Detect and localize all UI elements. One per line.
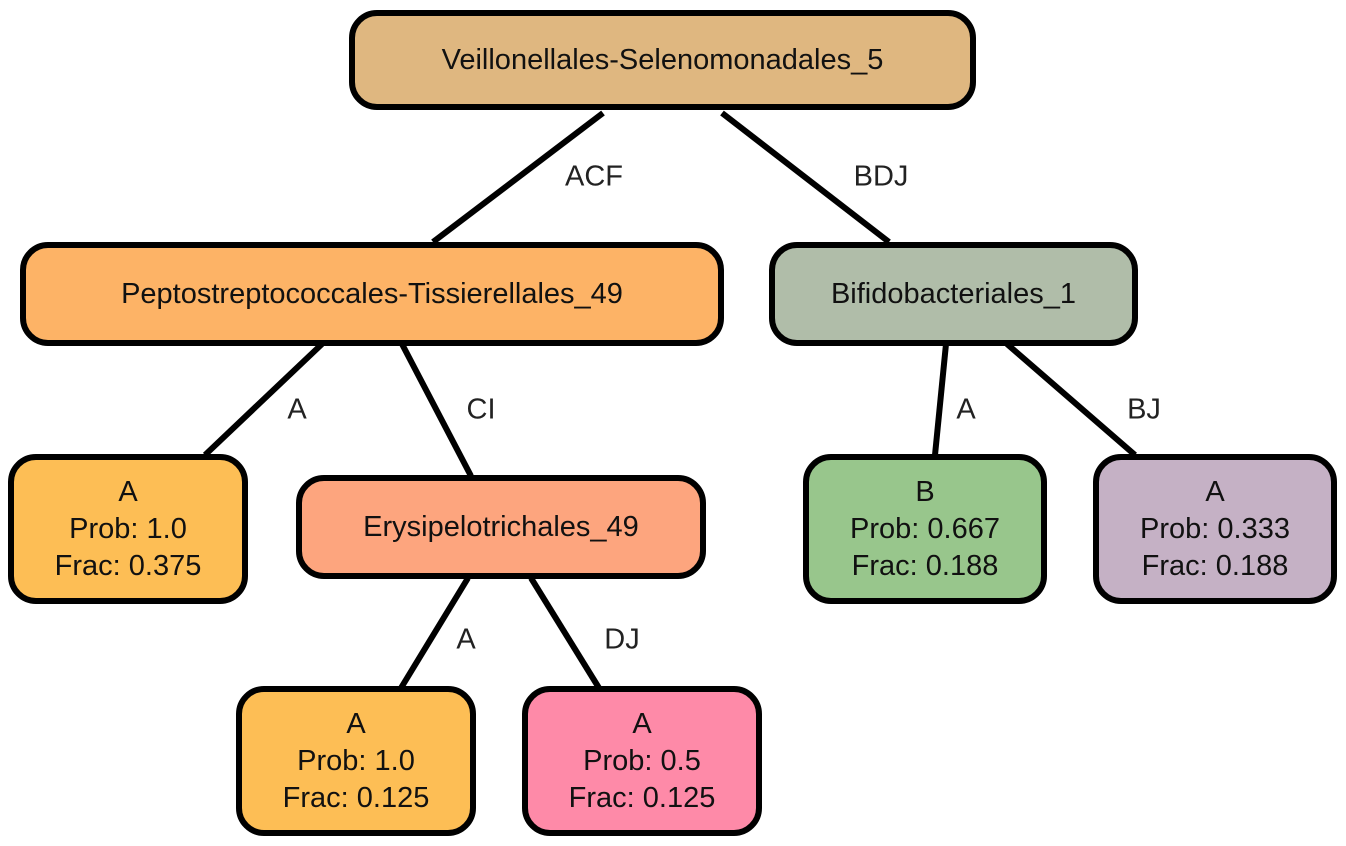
edge-label-dj: DJ [604,623,640,656]
node-erysipelotrichales: Erysipelotrichales_49 [296,475,706,579]
node-title: Veillonellales-Selenomonadales_5 [441,44,884,76]
edge-erysipelo-leaf2 [398,576,471,690]
edge-label-bdj: BDJ [853,160,909,193]
edge-label-a: A [287,393,307,426]
leaf-class-label: A [632,707,652,740]
edge-erysipelo-leaf3 [528,576,602,690]
leaf-frac: Frac: 0.188 [851,549,999,582]
leaf-node: B Prob: 0.667 Frac: 0.188 [803,454,1047,604]
edge-bifido-leaf5 [1005,341,1137,458]
leaf-node: A Prob: 1.0 Frac: 0.125 [236,686,476,836]
edge-label-a: A [956,393,976,426]
leaf-class-label: A [118,475,138,508]
edge-pepto-leaf1 [202,341,325,458]
edge-pepto-erysipelo [399,342,474,478]
leaf-prob: Prob: 1.0 [69,512,187,545]
node-title: Erysipelotrichales_49 [363,511,639,543]
node-bifidobacteriales: Bifidobacteriales_1 [769,242,1138,346]
node-title: Peptostreptococcales-Tissierellales_49 [121,278,623,310]
leaf-class-label: A [1205,475,1225,508]
leaf-prob: Prob: 0.333 [1140,512,1290,545]
leaf-node: A Prob: 0.333 Frac: 0.188 [1093,454,1337,604]
leaf-frac: Frac: 0.188 [1141,549,1289,582]
edge-root-bifido [720,110,891,245]
leaf-class-label: A [346,707,366,740]
leaf-prob: Prob: 1.0 [297,744,415,777]
leaf-frac: Frac: 0.125 [282,781,430,814]
leaf-prob: Prob: 0.667 [850,512,1000,545]
node-title: Bifidobacteriales_1 [830,278,1077,310]
edge-label-acf: ACF [565,160,623,193]
leaf-frac: Frac: 0.125 [568,781,716,814]
edge-label-bj: BJ [1127,393,1161,426]
node-peptostreptococcales: Peptostreptococcales-Tissierellales_49 [20,242,724,346]
edge-bifido-leaf4 [932,343,949,456]
edge-root-pepto [431,110,605,245]
edge-label-ci: CI [466,393,496,426]
leaf-class-label: B [915,475,935,508]
leaf-prob: Prob: 0.5 [583,744,701,777]
leaf-node: A Prob: 1.0 Frac: 0.375 [8,454,248,604]
leaf-frac: Frac: 0.375 [54,549,202,582]
edge-label-a: A [456,623,476,656]
node-root: Veillonellales-Selenomonadales_5 [349,10,976,110]
leaf-node: A Prob: 0.5 Frac: 0.125 [522,686,762,836]
